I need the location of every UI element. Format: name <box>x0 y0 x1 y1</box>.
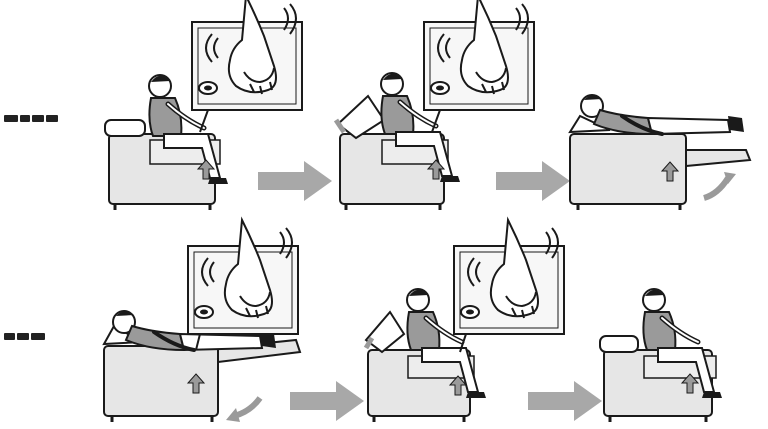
right-arrow-icon <box>528 381 602 421</box>
curved-arrow-icon <box>704 178 728 198</box>
step-3-fully-reclined-chair <box>570 95 750 210</box>
right-arrow-icon <box>496 161 570 201</box>
curved-arrow-icon <box>234 398 260 416</box>
hand-pressing-button-icon <box>424 0 534 132</box>
step-3-upright-chair <box>600 289 722 422</box>
right-arrow-icon <box>258 161 332 201</box>
hand-pressing-button-icon <box>188 220 298 350</box>
reclined-person <box>581 95 744 134</box>
hand-pressing-button-icon <box>454 220 564 352</box>
right-arrow-icon <box>290 381 364 421</box>
hand-pressing-button-icon <box>192 0 302 132</box>
